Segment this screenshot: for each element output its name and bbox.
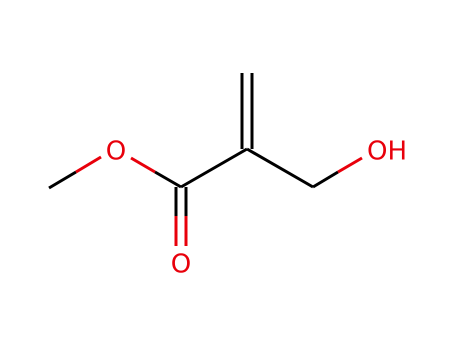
- ester-oxygen-label: O: [106, 137, 126, 167]
- bond-oxygen-carbonyl: [130, 156, 182, 189]
- carbonyl-oxygen-label: O: [171, 250, 191, 280]
- bond-alkene-ch2: [246, 147, 314, 189]
- bond-methyl-oxygen: [48, 155, 102, 190]
- bond-ch2-hydroxyl: [312, 156, 363, 189]
- bond-methylene-double: [240, 73, 254, 149]
- bond-carbonyl-double: [174, 187, 188, 246]
- bond-carbonyl-alkene: [180, 147, 248, 189]
- hydroxyl-label: OH: [367, 137, 407, 167]
